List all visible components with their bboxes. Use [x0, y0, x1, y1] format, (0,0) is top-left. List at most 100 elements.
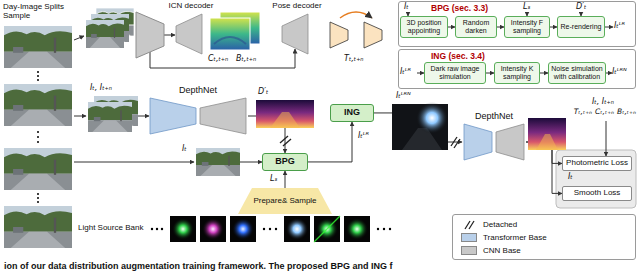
day-image-column [37, 193, 39, 195]
loss-panel [556, 150, 636, 208]
flow-arrow [486, 73, 494, 74]
flow-arrow [550, 27, 557, 28]
flow-arrow [540, 73, 548, 74]
decoder-block-shape [176, 14, 202, 54]
flow-arrow [497, 27, 504, 28]
decoder-block: Pose decoder [272, 2, 322, 56]
network-block-shape [464, 124, 492, 160]
depth-input-stack [88, 102, 132, 132]
light-source-bank [156, 228, 158, 230]
icn-output-maps [214, 37, 246, 44]
node-label: ICN decoder [166, 2, 216, 11]
legend-label: Detached [483, 220, 517, 229]
light-source-bank [383, 228, 385, 230]
sampling-region: Prepare& Sample [238, 188, 332, 214]
process-step: Dark raw image simulation [424, 62, 486, 84]
light-source-bank [314, 216, 340, 242]
legend-box: DetachedTransformer BaseCNN Base [452, 214, 636, 260]
flow-arrow [448, 27, 455, 28]
node-label: Smooth Loss [564, 189, 630, 198]
math-symbol: D′ₜ [258, 88, 268, 97]
math-symbol: Iₜ, Iₜ₊ₙ [90, 84, 112, 93]
decoder-block-shape [272, 2, 322, 56]
night-image [416, 102, 448, 134]
day-image-column [37, 71, 39, 73]
encoder-block [136, 12, 164, 58]
day-image-column [4, 84, 72, 126]
day-image-column [37, 201, 39, 203]
process-step: Intensity F sampling [504, 16, 550, 38]
day-image-column [4, 206, 72, 248]
icn-output-maps [210, 12, 260, 50]
detach-symbol [461, 220, 477, 230]
light-source-bank [172, 218, 194, 240]
edge-label: Iₜᴸᴿ [357, 132, 370, 141]
day-image-column [37, 79, 39, 81]
flow-arrow [74, 36, 84, 40]
flow-arrow [74, 116, 86, 117]
flow-arrow [606, 121, 607, 156]
edge-label: Lₛ [269, 175, 278, 184]
node-label: Noise simulation with calibration [551, 65, 603, 80]
process-step: Noise simulation with calibration [548, 62, 606, 84]
legend-swatch [461, 233, 477, 242]
node-label: Re-rendering [561, 23, 602, 31]
pose-input-stack [86, 20, 124, 48]
math-symbol: Cₜ,ₜ₊ₙ [595, 108, 614, 116]
light-source-bank [269, 228, 271, 230]
light-source-bank [161, 228, 163, 230]
light-source-bank [151, 216, 391, 242]
math-symbol: Bₜ,ₜ₊ₙ [617, 108, 636, 116]
process-step: Random darken [455, 16, 497, 38]
math-symbol: D′ₜ [576, 3, 586, 12]
module-panel: ING (sec. 3.4)Dark raw image simulationI… [398, 49, 636, 89]
module-panel: BPG (sec. 3.3)3D position appointingRand… [398, 1, 636, 47]
predicted-depth-map [528, 118, 566, 150]
network-block-shape [150, 98, 196, 134]
math-symbol: Tₜ,ₜ₊ₙ [574, 108, 592, 116]
math-symbol: Iₜ, Iₜ₊ₙ [592, 98, 614, 107]
network-block-shape [200, 98, 246, 134]
figure-caption: ion of our data distribution augmentatio… [4, 262, 393, 272]
network-block-shape [496, 124, 524, 160]
light-source-bank [200, 216, 226, 242]
node-label: Pose decoder [272, 2, 322, 11]
depth-input-stack [88, 96, 138, 132]
math-symbol: Iₜ [568, 173, 573, 182]
loss-box: Smooth Loss [562, 186, 632, 201]
day-image-column [37, 75, 39, 77]
section-heading: Day-Image Splits Sample [3, 3, 77, 21]
math-symbol: Tₜ,ₜ₊ₙ [344, 55, 364, 64]
night-image [392, 102, 448, 150]
loss-box: Photometric Loss [562, 156, 632, 171]
day-image-column [37, 136, 39, 138]
detach-symbol [469, 221, 474, 229]
light-source-bank [230, 216, 256, 242]
math-symbol: Iₜ [182, 145, 187, 154]
legend-row: Detached [461, 218, 627, 231]
bank-label: Light Source Bank [78, 224, 143, 233]
flow-arrow [308, 122, 352, 162]
light-source-bank [389, 228, 391, 230]
day-image-column [4, 26, 72, 248]
node-label: DepthNet [148, 86, 248, 96]
node-label: DepthNet [462, 112, 526, 122]
camera-poses [330, 22, 348, 48]
math-symbol: Iₜᴸᴿ [400, 68, 411, 77]
legend-row: Transformer Base [461, 231, 627, 244]
node-label: Dark raw image simulation [427, 65, 483, 80]
process-step: 3D position appointing [400, 16, 448, 38]
camera-poses [330, 12, 382, 48]
depth-map [256, 100, 314, 128]
node-label: Photometric Loss [564, 159, 630, 168]
module-box: BPG [262, 153, 308, 171]
day-image-column [4, 148, 72, 190]
light-source-bank [346, 218, 368, 240]
light-source-bank [377, 228, 379, 230]
light-source-bank [202, 218, 224, 240]
node-label: ING [333, 108, 371, 118]
module-box: ING [330, 104, 374, 122]
flow-arrow [606, 73, 612, 74]
node-label: 3D position appointing [403, 19, 445, 34]
